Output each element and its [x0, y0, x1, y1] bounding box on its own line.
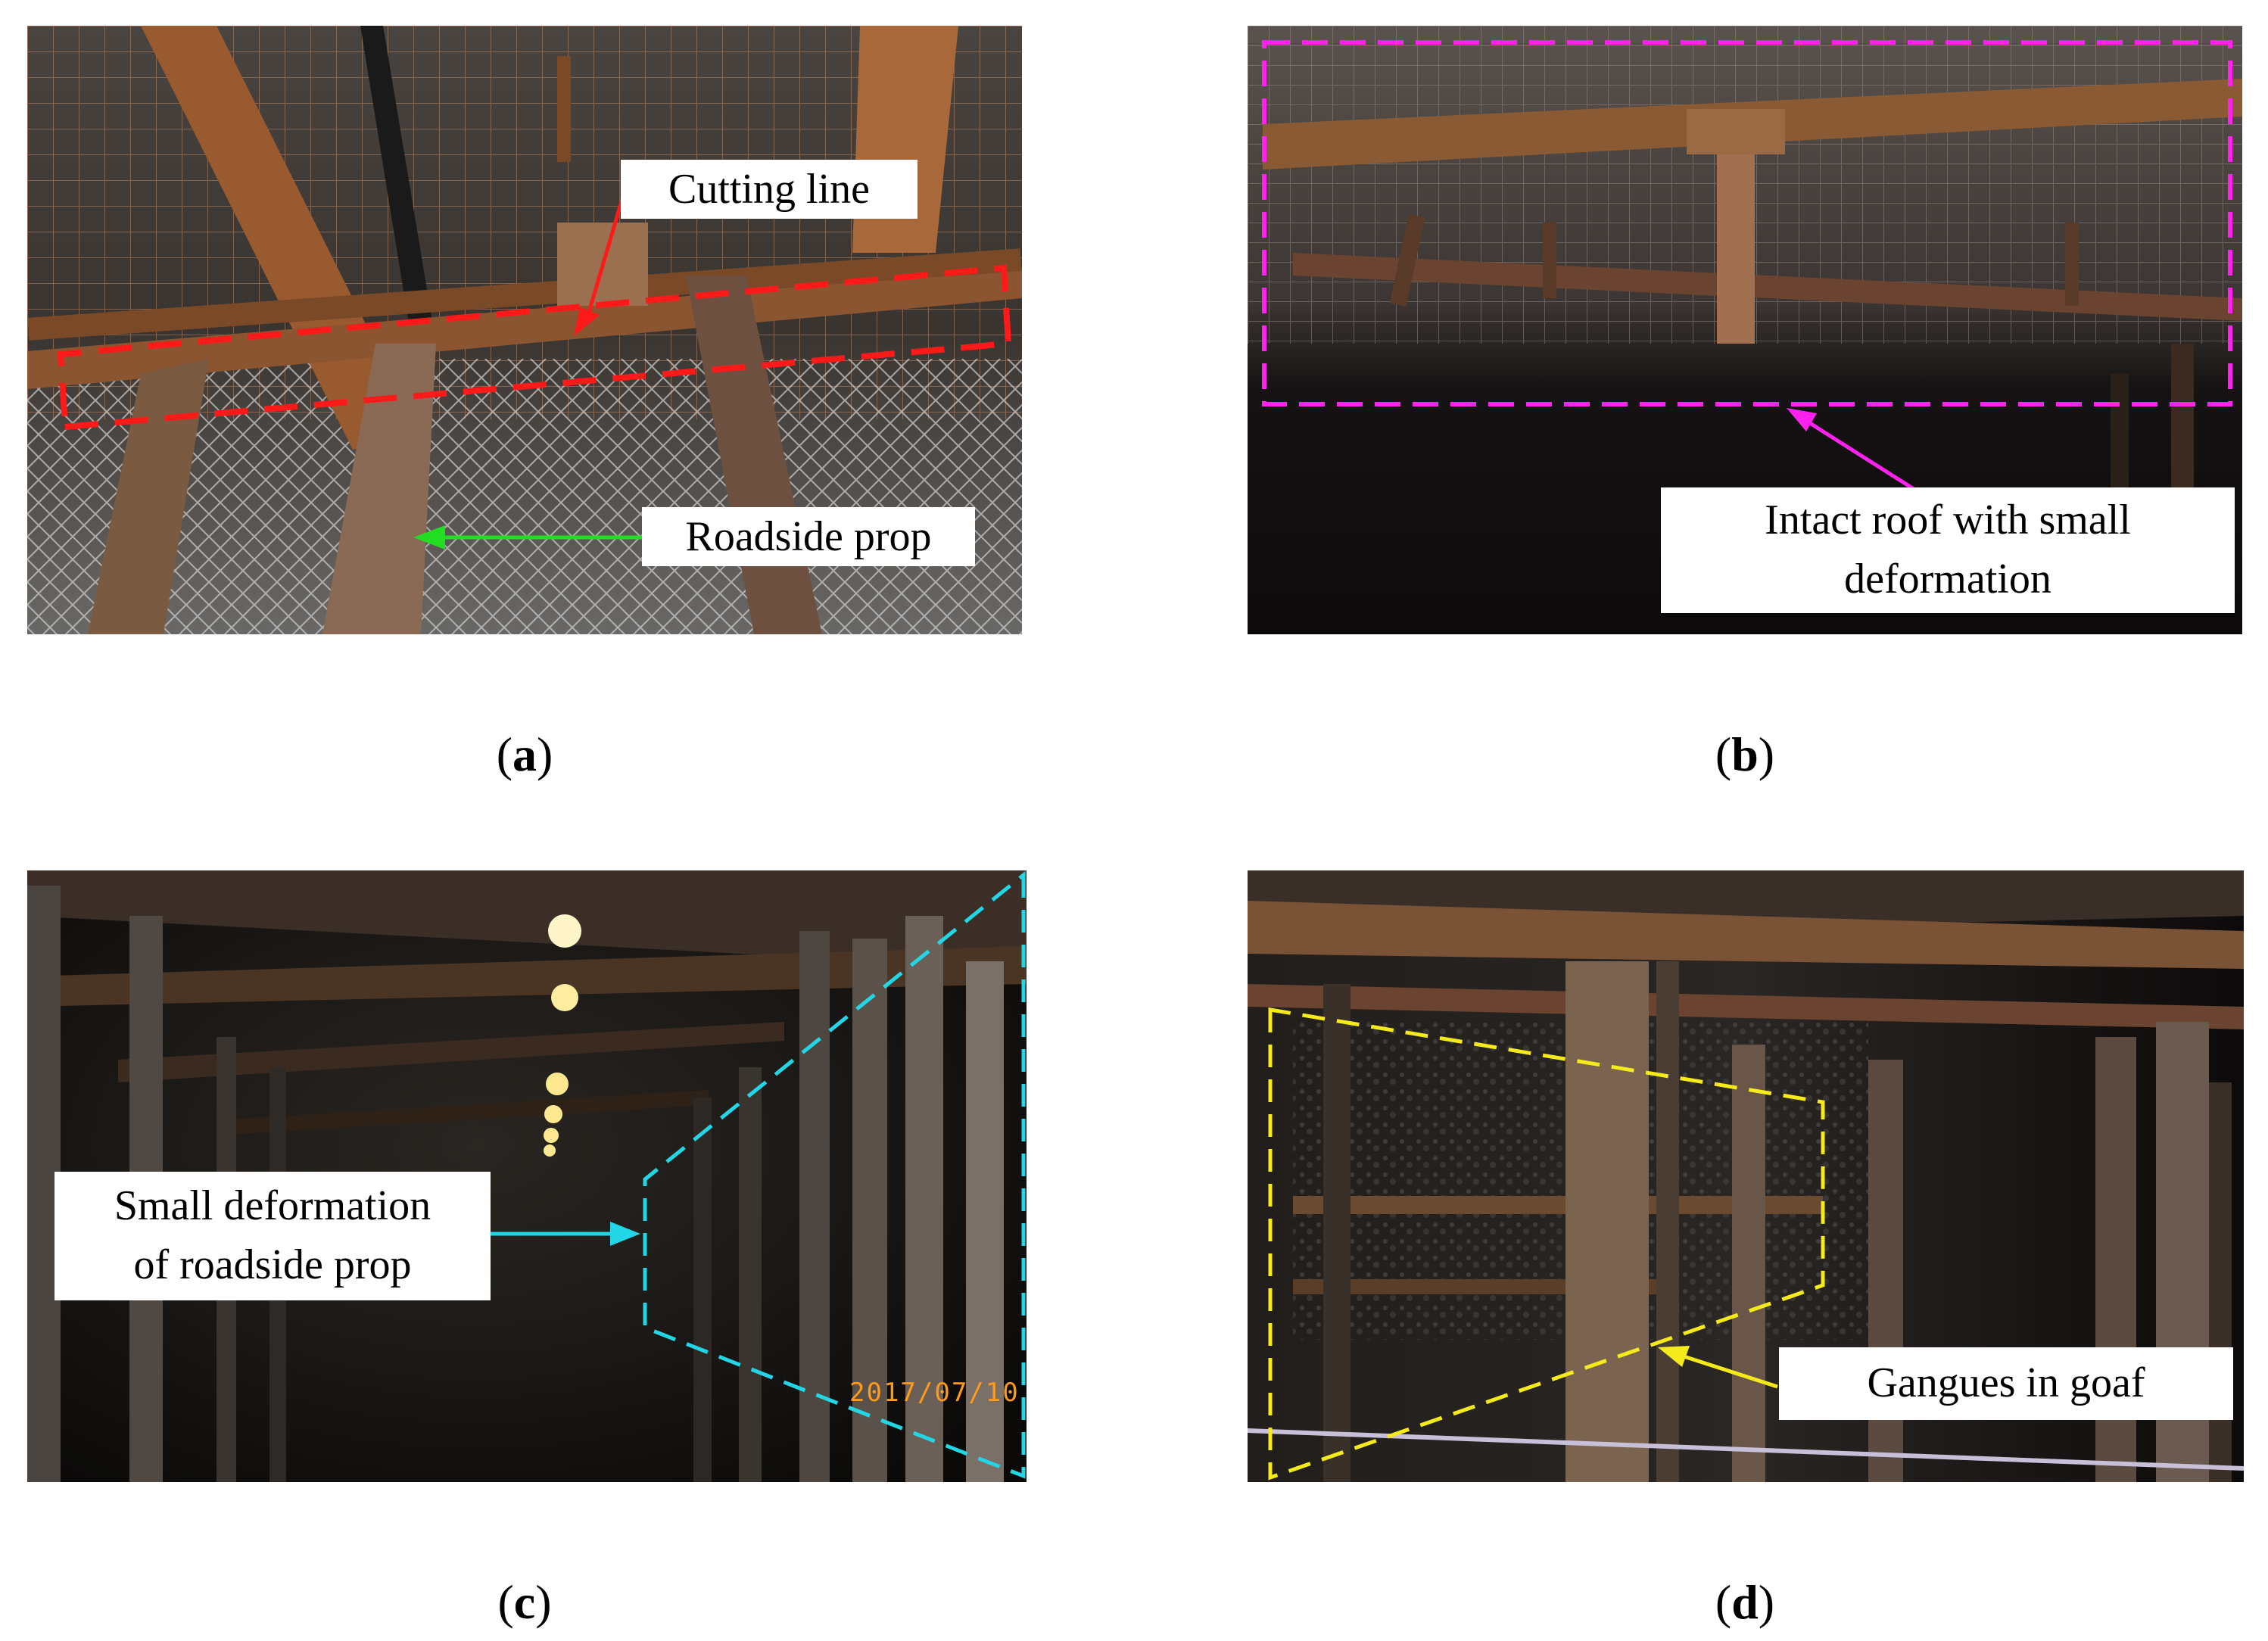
caption-b: (b) — [1715, 727, 1775, 781]
green-arrow-icon — [413, 525, 642, 550]
label-cutting-line: Cutting line — [621, 160, 917, 219]
label-small-deformation-line-1: Small deformation — [114, 1182, 431, 1229]
label-intact-roof-line-1: Intact roof with small — [1765, 497, 2131, 543]
yellow-arrow-icon — [1658, 1346, 1778, 1389]
cyan-arrow-icon — [491, 1222, 640, 1246]
caption-d: (d) — [1715, 1575, 1775, 1629]
yellow-dashed-quad-icon — [1268, 1007, 1825, 1481]
panel-a: Cutting line Roadside prop — [27, 26, 1022, 634]
caption-c: (c) — [497, 1575, 552, 1629]
label-roadside-prop: Roadside prop — [642, 507, 975, 566]
red-arrow-icon — [574, 188, 628, 336]
label-intact-roof: Intact roof with small deformation — [1661, 487, 2235, 613]
date-stamp: 2017/07/10 — [849, 1378, 1020, 1408]
mesh-roof-photo-icon — [27, 26, 1022, 634]
panel-c: Small deformation of roadside prop 2017/… — [27, 870, 1027, 1482]
caption-a: (a) — [496, 727, 553, 781]
cyan-dashed-quad-icon — [643, 870, 1026, 1479]
magenta-dashed-box-icon — [1262, 40, 2232, 406]
magenta-arrow-icon — [1787, 408, 1915, 491]
label-gangues-in-goaf: Gangues in goaf — [1779, 1347, 2233, 1420]
label-small-deformation: Small deformation of roadside prop — [55, 1172, 491, 1300]
label-small-deformation-line-2: of roadside prop — [133, 1241, 412, 1288]
panel-b: Intact roof with small deformation — [1248, 26, 2242, 634]
red-dashed-box-icon — [57, 264, 1012, 431]
panel-d: Gangues in goaf — [1248, 870, 2244, 1482]
label-intact-roof-line-2: deformation — [1844, 556, 2051, 603]
